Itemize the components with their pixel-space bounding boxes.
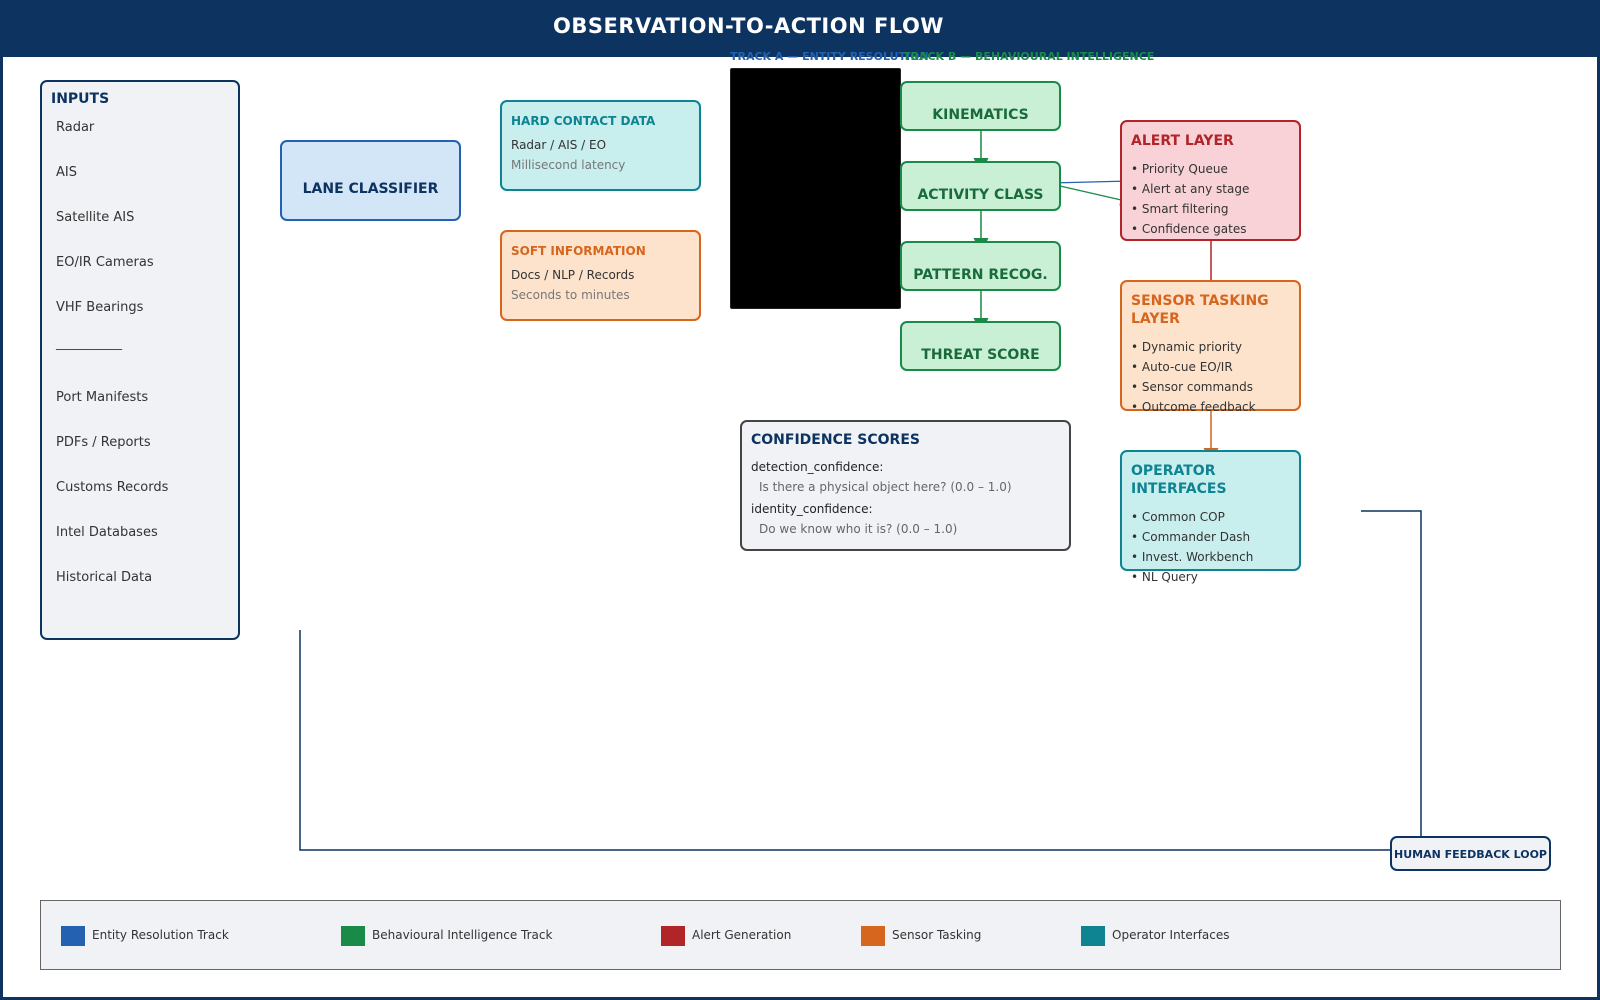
operator-item: • NL Query: [1131, 570, 1198, 584]
human-feedback-loop-title: HUMAN FEEDBACK LOOP: [1393, 848, 1547, 861]
identity-confidence-label: identity_confidence:: [751, 502, 873, 516]
input-item: Radar: [56, 120, 95, 135]
track-b-label: TRACK B — BEHAVIOURAL INTELLIGENCE: [903, 50, 1155, 63]
threat-score-box: THREAT SCORE: [900, 321, 1061, 371]
sensor-tasking-title-2: LAYER: [1131, 311, 1180, 327]
legend-label-alert: Alert Generation: [692, 928, 792, 942]
hard-contact-box: HARD CONTACT DATA Radar / AIS / EO Milli…: [500, 100, 701, 191]
input-item: Intel Databases: [56, 525, 158, 540]
legend-label-entity: Entity Resolution Track: [92, 928, 229, 942]
legend-swatch-sensor: [861, 926, 885, 946]
soft-information-box: SOFT INFORMATION Docs / NLP / Records Se…: [500, 230, 701, 321]
input-item: Historical Data: [56, 570, 153, 585]
legend-swatch-alert: [661, 926, 685, 946]
inputs-panel: INPUTS Radar AIS Satellite AIS EO/IR Cam…: [40, 80, 240, 640]
operator-title-1: OPERATOR: [1131, 463, 1216, 479]
legend-swatch-entity: [61, 926, 85, 946]
legend-swatch-behaviour: [341, 926, 365, 946]
operator-item: • Commander Dash: [1131, 530, 1251, 544]
sensor-item: • Auto-cue EO/IR: [1131, 360, 1233, 374]
lane-classifier-box: LANE CLASSIFIER: [280, 140, 461, 221]
input-item: Port Manifests: [56, 390, 149, 405]
hard-contact-latency: Millisecond latency: [511, 158, 626, 172]
kinematics-title: KINEMATICS: [932, 107, 1029, 123]
threat-score-title: THREAT SCORE: [921, 347, 1040, 363]
identity-confidence-desc: Do we know who it is? (0.0 – 1.0): [759, 522, 958, 536]
header-bar: OBSERVATION-TO-ACTION FLOW: [0, 0, 1600, 57]
alert-layer-box: ALERT LAYER • Priority Queue • Alert at …: [1120, 120, 1301, 241]
pattern-recog-box: PATTERN RECOG.: [900, 241, 1061, 291]
inputs-title: INPUTS: [51, 91, 110, 107]
hard-contact-sources: Radar / AIS / EO: [511, 138, 607, 152]
soft-information-latency: Seconds to minutes: [511, 288, 630, 302]
human-feedback-loop-box: HUMAN FEEDBACK LOOP: [1390, 836, 1551, 871]
alert-item: • Smart filtering: [1131, 202, 1229, 216]
soft-information-sources: Docs / NLP / Records: [511, 268, 635, 282]
alert-item: • Confidence gates: [1131, 222, 1247, 236]
page-title: OBSERVATION-TO-ACTION FLOW: [553, 14, 944, 38]
legend-swatch-operator: [1081, 926, 1105, 946]
entity-resolution-panel: [730, 68, 901, 309]
confidence-scores-box: CONFIDENCE SCORES detection_confidence: …: [740, 420, 1071, 551]
alert-item: • Priority Queue: [1131, 162, 1228, 176]
pattern-recog-title: PATTERN RECOG.: [913, 267, 1048, 283]
legend: Entity Resolution Track Behavioural Inte…: [40, 900, 1561, 970]
activity-class-box: ACTIVITY CLASS: [900, 161, 1061, 211]
sensor-item: • Sensor commands: [1131, 380, 1253, 394]
input-item: EO/IR Cameras: [56, 255, 154, 270]
operator-item: • Common COP: [1131, 510, 1225, 524]
operator-item: • Invest. Workbench: [1131, 550, 1254, 564]
sensor-item: • Dynamic priority: [1131, 340, 1242, 354]
input-item: PDFs / Reports: [56, 435, 151, 450]
operator-interfaces-box: OPERATOR INTERFACES • Common COP • Comma…: [1120, 450, 1301, 584]
legend-label-operator: Operator Interfaces: [1112, 928, 1230, 942]
detection-confidence-label: detection_confidence:: [751, 460, 884, 474]
input-item: AIS: [56, 165, 77, 180]
input-item: Customs Records: [56, 480, 169, 495]
hard-contact-title: HARD CONTACT DATA: [511, 114, 656, 128]
lane-classifier-title: LANE CLASSIFIER: [302, 181, 439, 197]
input-item: Satellite AIS: [56, 210, 135, 225]
alert-item: • Alert at any stage: [1131, 182, 1250, 196]
soft-information-title: SOFT INFORMATION: [511, 244, 646, 258]
operator-title-2: INTERFACES: [1131, 481, 1227, 497]
legend-label-sensor: Sensor Tasking: [892, 928, 982, 942]
alert-layer-title: ALERT LAYER: [1131, 133, 1234, 149]
input-item: VHF Bearings: [56, 300, 144, 315]
sensor-item: • Outcome feedback: [1131, 400, 1256, 414]
legend-label-behaviour: Behavioural Intelligence Track: [372, 928, 553, 942]
detection-confidence-desc: Is there a physical object here? (0.0 – …: [759, 480, 1012, 494]
activity-class-title: ACTIVITY CLASS: [917, 187, 1044, 203]
track-a-label: TRACK A — ENTITY RESOLUTION: [730, 50, 929, 63]
input-separator: ___________: [56, 336, 122, 350]
kinematics-box: KINEMATICS: [900, 81, 1061, 131]
sensor-tasking-box: SENSOR TASKING LAYER • Dynamic priority …: [1120, 280, 1301, 414]
sensor-tasking-title-1: SENSOR TASKING: [1131, 293, 1269, 309]
confidence-scores-title: CONFIDENCE SCORES: [751, 432, 920, 448]
